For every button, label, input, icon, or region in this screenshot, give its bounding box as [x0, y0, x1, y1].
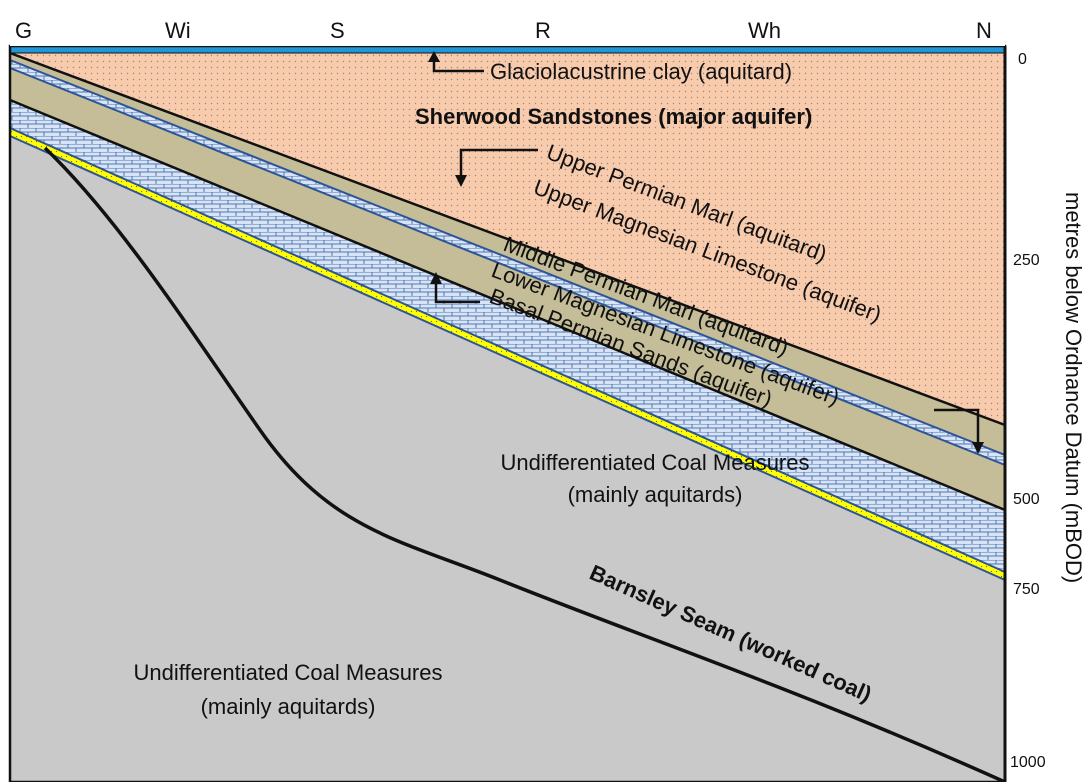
barnsley-seam-line: [43, 146, 1006, 782]
lower-magnesian-limestone-layer: [10, 100, 1005, 572]
depth-tick-label: 500: [1013, 491, 1040, 508]
coal-measures-right-label: Undifferentiated Coal Measures: [501, 450, 810, 475]
upper-permian-marl-layer: [10, 53, 1005, 455]
location-label: Wi: [165, 18, 191, 43]
glaciolacustrine-label: Glaciolacustrine clay (aquitard): [490, 59, 792, 84]
basal-sands-arrow: [434, 278, 480, 304]
sherwood-label: Sherwood Sandstones (major aquifer): [415, 104, 812, 129]
location-label: G: [15, 18, 32, 43]
depth-tick-label: 750: [1013, 581, 1040, 598]
upper-limestone-arrow: [934, 408, 980, 448]
depth-tick-label: 1000: [1010, 754, 1046, 771]
middle-permian-marl-layer: [10, 68, 1005, 510]
depth-tick-label: 250: [1013, 252, 1040, 269]
coal-measures-layer: [10, 130, 1005, 782]
location-label: R: [535, 18, 551, 43]
depth-tick-label: 0: [1018, 51, 1027, 68]
sherwood-base-line: [9, 51, 1006, 427]
upper-marl-arrow: [459, 148, 538, 180]
coal-measures-left-sublabel: (mainly aquitards): [201, 694, 376, 719]
location-label: N: [976, 18, 992, 43]
location-label: S: [330, 18, 345, 43]
coal-measures-left-label: Undifferentiated Coal Measures: [134, 660, 443, 685]
location-label: Wh: [748, 18, 781, 43]
depth-axis-title: metres below Ordnance Datum (mBOD): [1061, 192, 1086, 583]
coal-measures-right-sublabel: (mainly aquitards): [568, 482, 743, 507]
